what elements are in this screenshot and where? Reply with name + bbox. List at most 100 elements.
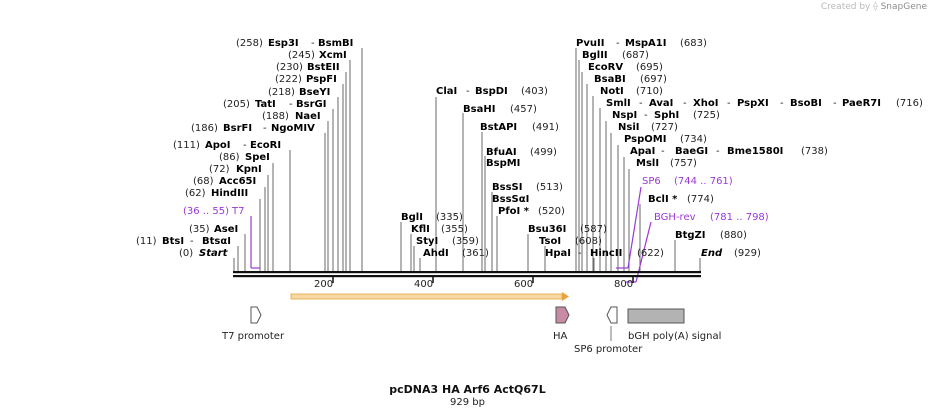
site-naei[interactable]: NaeI [295, 111, 321, 122]
site-bstapi[interactable]: BstAPI [480, 122, 517, 133]
sep: - [639, 98, 643, 109]
pos-499: (499) [530, 147, 557, 158]
site-bsobi[interactable]: BsoBI [790, 98, 822, 109]
site-btsi[interactable]: BtsI [162, 236, 184, 247]
t7-promoter-arrow-icon[interactable] [250, 306, 262, 324]
site-pspxi[interactable]: PspXI [737, 98, 769, 109]
site-kpni[interactable]: KpnI [236, 164, 262, 175]
site-acc65i[interactable]: Acc65I [219, 176, 256, 187]
site-pspomi[interactable]: PspOMI [624, 134, 666, 145]
site-xcmi[interactable]: XcmI [319, 50, 347, 61]
pos-188: (188) [262, 111, 289, 122]
label-start[interactable]: Start [199, 248, 229, 259]
site-bgli[interactable]: BglI [401, 212, 423, 223]
sp6-promoter-arrow-icon[interactable] [606, 306, 618, 324]
site-bspdi[interactable]: BspDI [475, 86, 508, 97]
site-nspi[interactable]: NspI [612, 110, 637, 121]
pos-683: (683) [680, 38, 707, 49]
site-clai[interactable]: ClaI [436, 86, 457, 97]
site-styi[interactable]: StyI [416, 236, 438, 247]
site-bsrfi[interactable]: BsrFI [223, 123, 252, 134]
site-mspa1i[interactable]: MspA1I [625, 38, 666, 49]
site-tati[interactable]: TatI [255, 99, 276, 110]
feature-label-t7-promoter: T7 promoter [221, 331, 285, 342]
sep: - [616, 38, 620, 49]
site-bsahi[interactable]: BsaHI [463, 104, 495, 115]
sep: - [190, 236, 194, 247]
pos-725: (725) [693, 110, 720, 121]
sep: - [263, 123, 267, 134]
sep: - [661, 146, 665, 157]
site-bglii[interactable]: BglII [582, 50, 608, 61]
site-esp3i[interactable]: Esp3I [268, 38, 299, 49]
site-sphi[interactable]: SphI [654, 110, 679, 121]
site-hincii[interactable]: HincII [590, 248, 622, 259]
pos-491: (491) [532, 122, 559, 133]
site-bcli[interactable]: BclI * [648, 194, 678, 205]
pos-880: (880) [720, 230, 747, 241]
pos-687: (687) [622, 50, 649, 61]
site-pvuii[interactable]: PvuII [576, 38, 604, 49]
pos-738: (738) [801, 146, 828, 157]
site-apoi[interactable]: ApoI [205, 140, 231, 151]
orf-arrow[interactable] [290, 293, 563, 300]
primer-label-t7[interactable]: T7 [231, 206, 244, 217]
sep: - [578, 248, 582, 259]
site-baegi[interactable]: BaeGI [675, 146, 708, 157]
pos-258: (258) [236, 38, 263, 49]
site-apai[interactable]: ApaI [630, 146, 655, 157]
bgh-polya-box[interactable] [627, 308, 685, 324]
ruler-label-400: 400 [414, 279, 433, 290]
site-btsai[interactable]: BtsαI [202, 236, 231, 247]
site-bsu36i[interactable]: Bsu36I [528, 224, 566, 235]
site-ecorv[interactable]: EcoRV [588, 62, 623, 73]
site-btgzi[interactable]: BtgZI [675, 230, 706, 241]
sep: - [466, 86, 470, 97]
pos-727: (727) [651, 122, 678, 133]
site-ngomiv[interactable]: NgoMIV [271, 123, 315, 134]
feature-label-sp6-promoter: SP6 promoter [574, 344, 643, 355]
site-ahdi[interactable]: AhdI [423, 248, 449, 259]
site-spei[interactable]: SpeI [245, 152, 270, 163]
site-avai[interactable]: AvaI [649, 98, 673, 109]
site-hpai[interactable]: HpaI [545, 248, 571, 259]
orf-arrow-head [562, 292, 569, 301]
pos-359: (359) [452, 236, 479, 247]
site-msli[interactable]: MslI [636, 158, 659, 169]
site-bme1580i[interactable]: Bme1580I [727, 146, 783, 157]
label-end[interactable]: End [701, 248, 723, 259]
site-bsssai[interactable]: BssSαI [492, 194, 529, 205]
site-nsii[interactable]: NsiI [618, 122, 639, 133]
site-bsabi[interactable]: BsaBI [594, 74, 626, 85]
site-bsrgi[interactable]: BsrGI [296, 99, 326, 110]
site-bfuai[interactable]: BfuAI [486, 147, 517, 158]
primer-label-sp6[interactable]: SP6 [642, 176, 661, 187]
site-xhoi[interactable]: XhoI [693, 98, 718, 109]
pos-587: (587) [580, 224, 607, 235]
ha-tag-icon[interactable] [555, 306, 570, 324]
site-bsmbi[interactable]: BsmBI [318, 38, 353, 49]
site-bsssi[interactable]: BssSI [492, 182, 522, 193]
pos-205: (205) [223, 99, 250, 110]
site-pspfi[interactable]: PspFI [306, 74, 337, 85]
snapgene-logo-icon: ⟠ [873, 2, 878, 12]
site-hindiii[interactable]: HindIII [211, 188, 248, 199]
site-paer7i[interactable]: PaeR7I [842, 98, 881, 109]
pos-222: (222) [275, 74, 302, 85]
site-bseyi[interactable]: BseYI [299, 87, 330, 98]
site-ecori[interactable]: EcoRI [250, 140, 281, 151]
right-cluster: Bsu36I (587) TsoI (608) HpaI - HincII (6… [528, 38, 923, 259]
site-pfoi[interactable]: PfoI * [498, 206, 530, 217]
pos-35: (35) [189, 224, 210, 235]
site-asei[interactable]: AseI [214, 224, 238, 235]
primer-label-bgh-rev[interactable]: BGH-rev [654, 212, 696, 223]
site-tsoi[interactable]: TsoI [539, 236, 561, 247]
site-noti[interactable]: NotI [600, 86, 624, 97]
site-bsteii[interactable]: BstEII [307, 62, 340, 73]
site-kfli[interactable]: KflI [411, 224, 430, 235]
site-bspmi[interactable]: BspMI [486, 158, 520, 169]
site-smli[interactable]: SmlI [606, 98, 631, 109]
pos-335: (335) [436, 212, 463, 223]
pos-697: (697) [640, 74, 667, 85]
